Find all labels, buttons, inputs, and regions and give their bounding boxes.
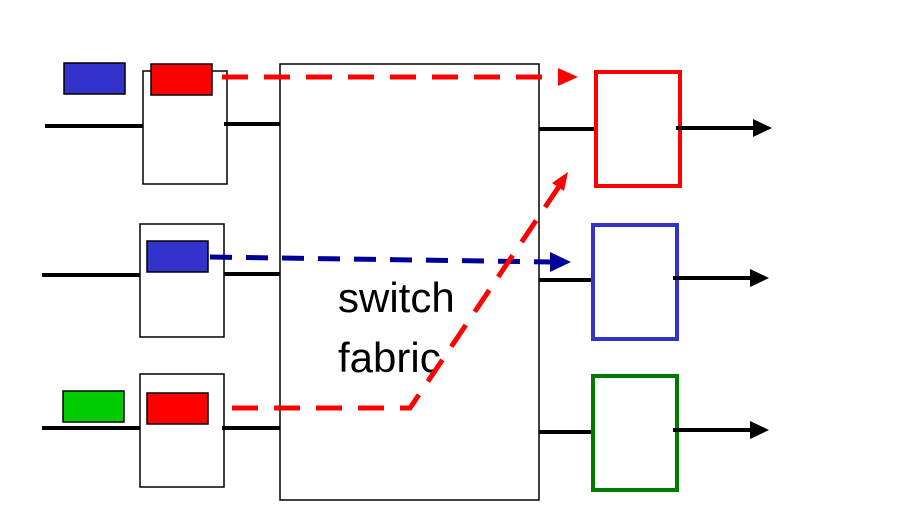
input-port-3 — [139, 373, 225, 488]
blue-path — [209, 254, 553, 265]
red-arrowhead-top — [558, 68, 578, 86]
output-port-blue — [591, 223, 679, 341]
packet-blue-head-2 — [146, 240, 209, 273]
output-arrowhead-1 — [753, 119, 772, 137]
packet-blue-queued-1 — [63, 62, 126, 95]
red-arrowhead-bottom — [552, 172, 568, 191]
red-path-bottom — [232, 183, 563, 411]
packet-red-head-1 — [150, 63, 213, 96]
output-arrowhead-3 — [750, 421, 769, 439]
blue-arrowhead — [550, 252, 571, 272]
packet-red-head-3 — [146, 392, 209, 425]
packet-green-queued-3 — [62, 390, 125, 423]
fabric-label-line2: fabric — [338, 334, 441, 381]
output-port-red — [594, 70, 682, 188]
output-arrowhead-2 — [750, 269, 769, 287]
output-port-green — [591, 374, 679, 492]
fabric-label-line1: switch — [338, 274, 455, 321]
switch-fabric-box — [279, 63, 540, 501]
